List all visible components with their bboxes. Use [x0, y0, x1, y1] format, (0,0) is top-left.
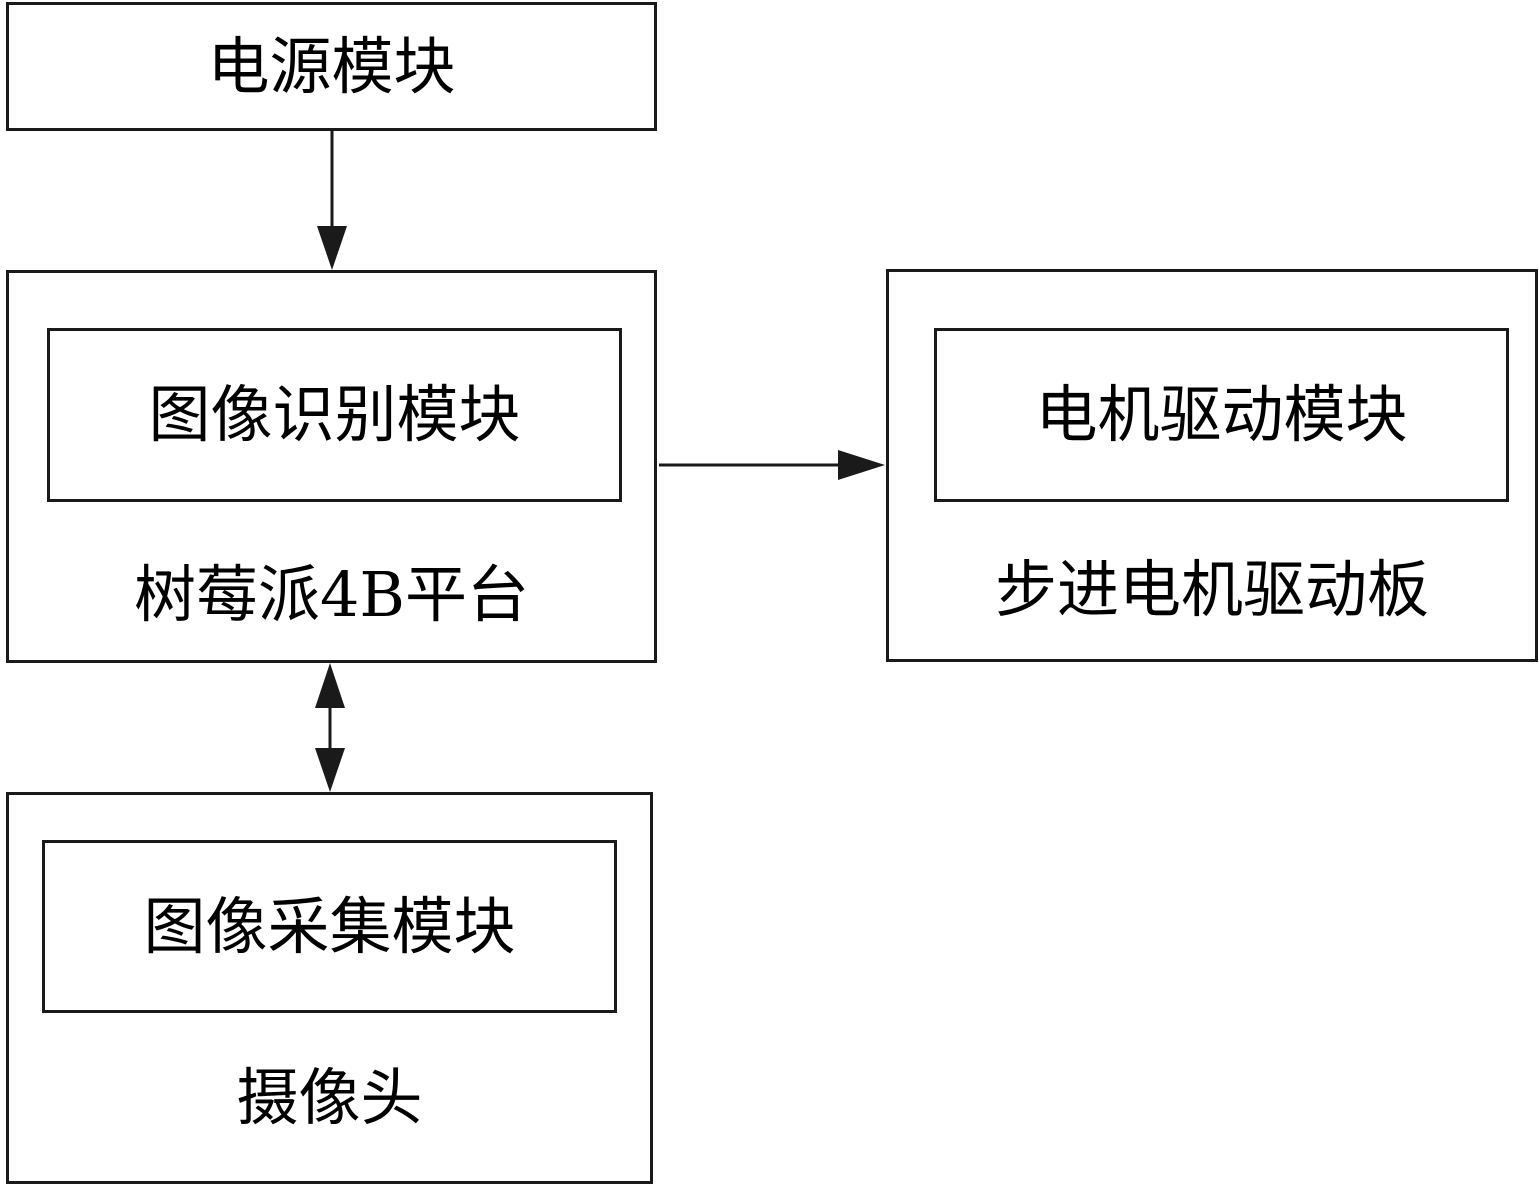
motor-driver-module-block	[934, 328, 1509, 502]
raspberry-pi-platform-label: 树莓派4B平台	[133, 558, 529, 631]
arrow-pi-to-stepper-driver	[659, 450, 885, 480]
image-capture-module-block	[42, 840, 617, 1013]
image-capture-module-label: 图像采集模块	[143, 889, 516, 963]
power-module-label: 电源模块	[207, 29, 456, 103]
arrow-pi-camera-bidirectional	[315, 663, 345, 792]
motor-driver-module-label: 电机驱动模块	[1035, 378, 1408, 451]
image-recognition-module-block	[47, 328, 622, 502]
image-recognition-module-label: 图像识别模块	[148, 378, 521, 451]
power-module-block	[6, 2, 657, 131]
camera-label: 摄像头	[236, 1061, 423, 1134]
arrow-power-to-pi	[317, 131, 347, 270]
stepper-driver-board-label: 步进电机驱动板	[994, 553, 1429, 626]
